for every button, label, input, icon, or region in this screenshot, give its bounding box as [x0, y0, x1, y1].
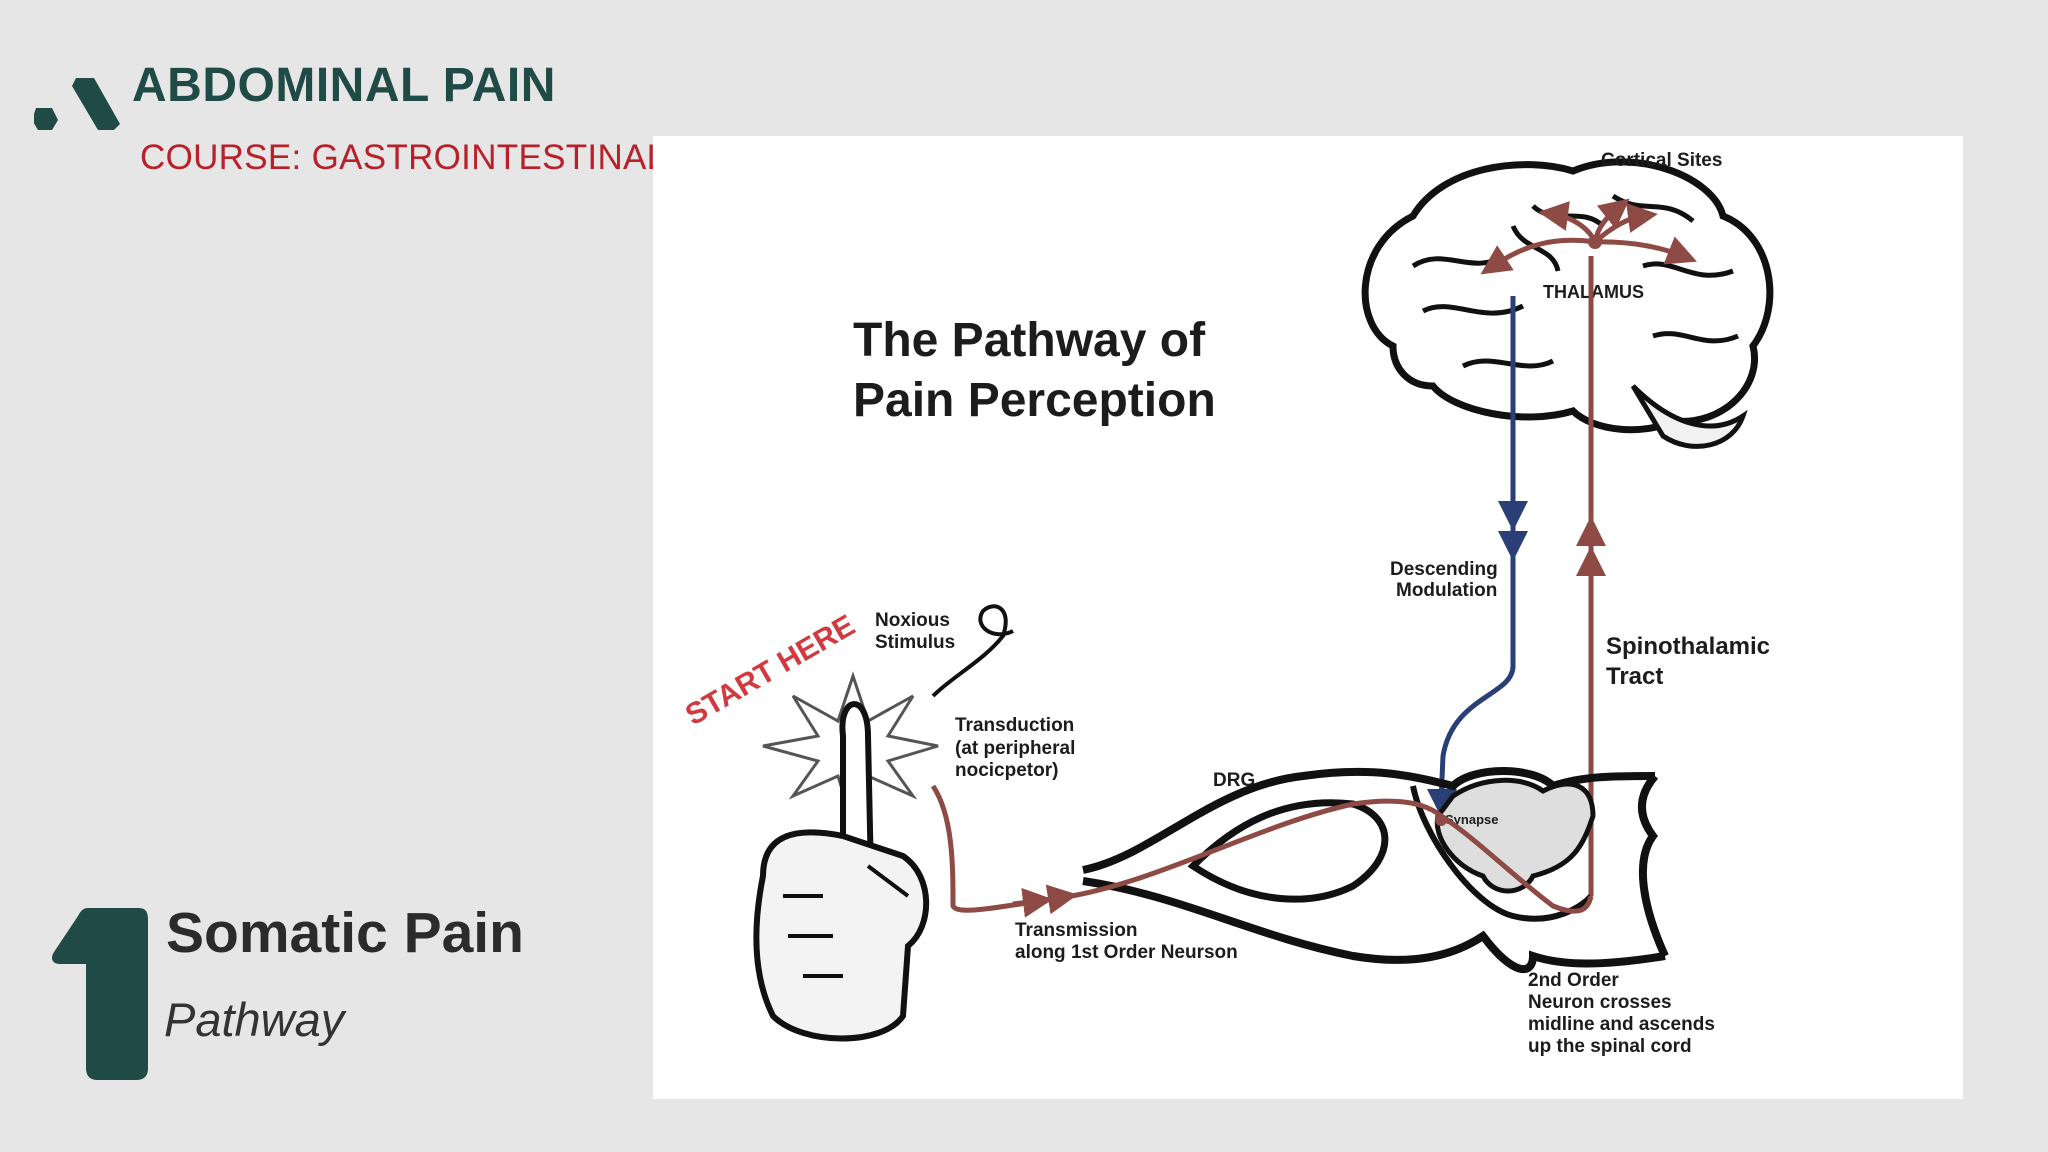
start-here-label: START HERE: [680, 609, 861, 732]
section-caption: Pathway: [164, 993, 345, 1046]
second-order-label-2: Neuron crosses: [1528, 992, 1672, 1013]
second-order-label-4: up the spinal cord: [1528, 1036, 1692, 1057]
noxious-label-1: Noxious: [875, 610, 950, 631]
finger-stimulus-icon: [753, 604, 1014, 1042]
second-order-label-1: 2nd Order: [1528, 970, 1619, 991]
transmission-label-2: along 1st Order Neurson: [1015, 942, 1238, 963]
spinothalamic-label-1: Spinothalamic: [1606, 633, 1770, 660]
noxious-label-2: Stimulus: [875, 632, 955, 653]
section-number-graphic: 1: [52, 908, 148, 1080]
second-order-label-3: midline and ascends: [1528, 1014, 1715, 1035]
transduction-label-2: (at peripheral: [955, 738, 1075, 759]
pain-pathway-diagram: The Pathway of Pain Perception Cortical …: [653, 136, 1963, 1099]
brain-icon: [1361, 158, 1774, 449]
page-title: ABDOMINAL PAIN: [132, 59, 556, 112]
diagram-title-line2: Pain Perception: [853, 374, 1216, 427]
section-title: Somatic Pain: [166, 901, 524, 965]
diagram-title-line1: The Pathway of: [853, 314, 1206, 367]
synapse-label: Synapse: [1445, 812, 1498, 827]
course-label: COURSE: GASTROINTESTINAL: [140, 138, 667, 177]
cortical-sites-label: Cortical Sites: [1601, 150, 1722, 171]
brand-logo-icon: [34, 78, 120, 130]
descending-label-2: Modulation: [1396, 580, 1497, 601]
transmission-label-1: Transmission: [1015, 920, 1138, 941]
transduction-label-3: nocicpetor): [955, 760, 1058, 781]
descending-label-1: Descending: [1390, 559, 1498, 580]
spinal-cord-cross-section: [1082, 767, 1669, 974]
spinothalamic-label-2: Tract: [1606, 663, 1663, 690]
drg-label: DRG: [1213, 770, 1255, 791]
transduction-label-1: Transduction: [955, 715, 1074, 736]
section-number: 1: [118, 1019, 120, 1021]
